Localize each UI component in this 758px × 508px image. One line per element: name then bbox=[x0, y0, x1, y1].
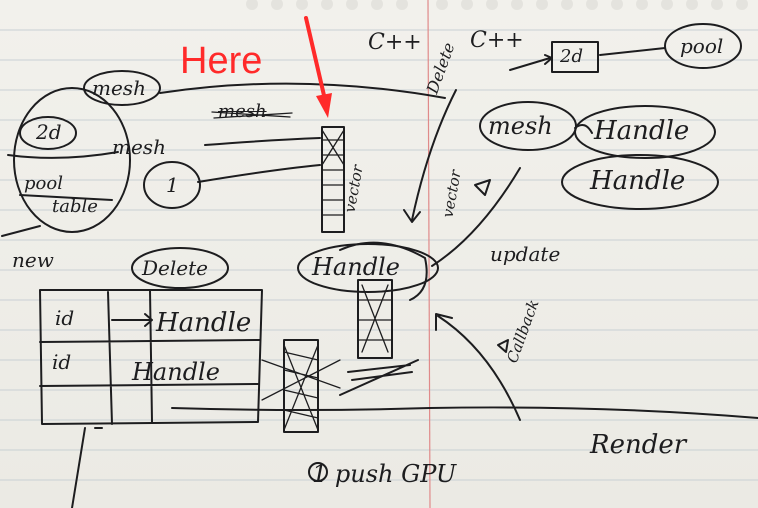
gpu-stack bbox=[283, 339, 319, 433]
handle-oval-1 bbox=[574, 105, 716, 159]
note-update: update bbox=[490, 242, 561, 266]
mesh-oval-top bbox=[83, 70, 161, 106]
note-pool: pool bbox=[680, 34, 724, 58]
note-handle-table-1: Handle bbox=[156, 308, 252, 338]
note-mesh-top: mesh bbox=[92, 76, 146, 100]
note-cpp-right: C++ bbox=[470, 28, 524, 53]
note-id-1: id bbox=[55, 306, 75, 330]
pool-oval bbox=[13, 87, 131, 233]
handle-table bbox=[39, 289, 263, 425]
note-handle-2: Handle bbox=[590, 166, 686, 196]
delete-oval bbox=[131, 247, 229, 289]
note-new: new bbox=[12, 248, 54, 272]
step-one-circle bbox=[308, 462, 328, 482]
note-push-gpu: 1 push GPU bbox=[312, 460, 457, 488]
note-pool-left: pool bbox=[24, 173, 63, 194]
handle-oval-center bbox=[297, 243, 439, 293]
note-id-2: id bbox=[52, 350, 72, 374]
one-oval bbox=[143, 161, 201, 209]
note-mesh-crossed: mesh bbox=[218, 101, 267, 122]
note-render: Render bbox=[590, 430, 687, 460]
note-2d-top: 2d bbox=[36, 120, 62, 144]
note-handle-center: Handle bbox=[312, 253, 400, 281]
note-one: 1 bbox=[166, 173, 179, 197]
handle-oval-2 bbox=[561, 154, 719, 210]
vector-stack bbox=[321, 126, 345, 233]
note-mesh-left: mesh bbox=[112, 135, 166, 159]
note-delete-table: Delete bbox=[142, 256, 208, 280]
id-oval-top bbox=[19, 116, 77, 150]
note-cpp-left: C++ bbox=[368, 30, 422, 55]
note-mesh-right: mesh bbox=[488, 112, 553, 140]
note-2d-top-right: 2d bbox=[560, 46, 583, 67]
pool-oval-right bbox=[664, 23, 742, 69]
note-handle-1: Handle bbox=[594, 116, 690, 146]
note-table-left: table bbox=[52, 196, 98, 217]
red-arrow bbox=[304, 16, 328, 106]
note-handle-table-2: Handle bbox=[132, 358, 220, 386]
here-annotation: Here bbox=[180, 40, 263, 82]
